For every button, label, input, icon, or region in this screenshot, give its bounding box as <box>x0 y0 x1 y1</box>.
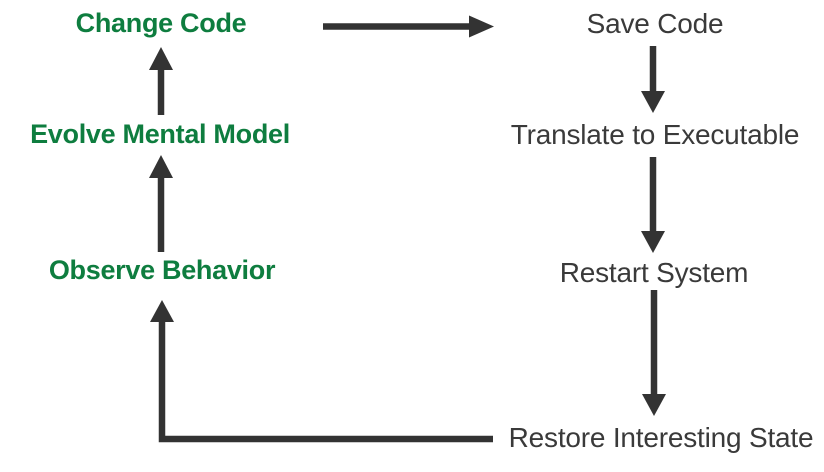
node-evolve-mental-model: Evolve Mental Model <box>30 119 290 149</box>
arrow-change-code-to-save-code <box>323 15 494 38</box>
node-translate-to-executable: Translate to Executable <box>510 119 800 150</box>
arrow-observe-to-evolve <box>149 155 173 252</box>
node-restore-interesting-state: Restore Interesting State <box>508 422 814 453</box>
node-observe-behavior: Observe Behavior <box>48 255 276 285</box>
arrow-save-code-to-translate <box>641 46 665 113</box>
node-change-code: Change Code <box>75 8 247 38</box>
arrow-translate-to-restart <box>641 157 665 253</box>
node-restart-system: Restart System <box>559 257 749 288</box>
arrow-restart-to-restore <box>642 290 666 416</box>
arrow-restore-to-observe <box>150 300 493 443</box>
arrow-evolve-to-change <box>149 47 173 115</box>
node-save-code: Save Code <box>586 8 724 39</box>
